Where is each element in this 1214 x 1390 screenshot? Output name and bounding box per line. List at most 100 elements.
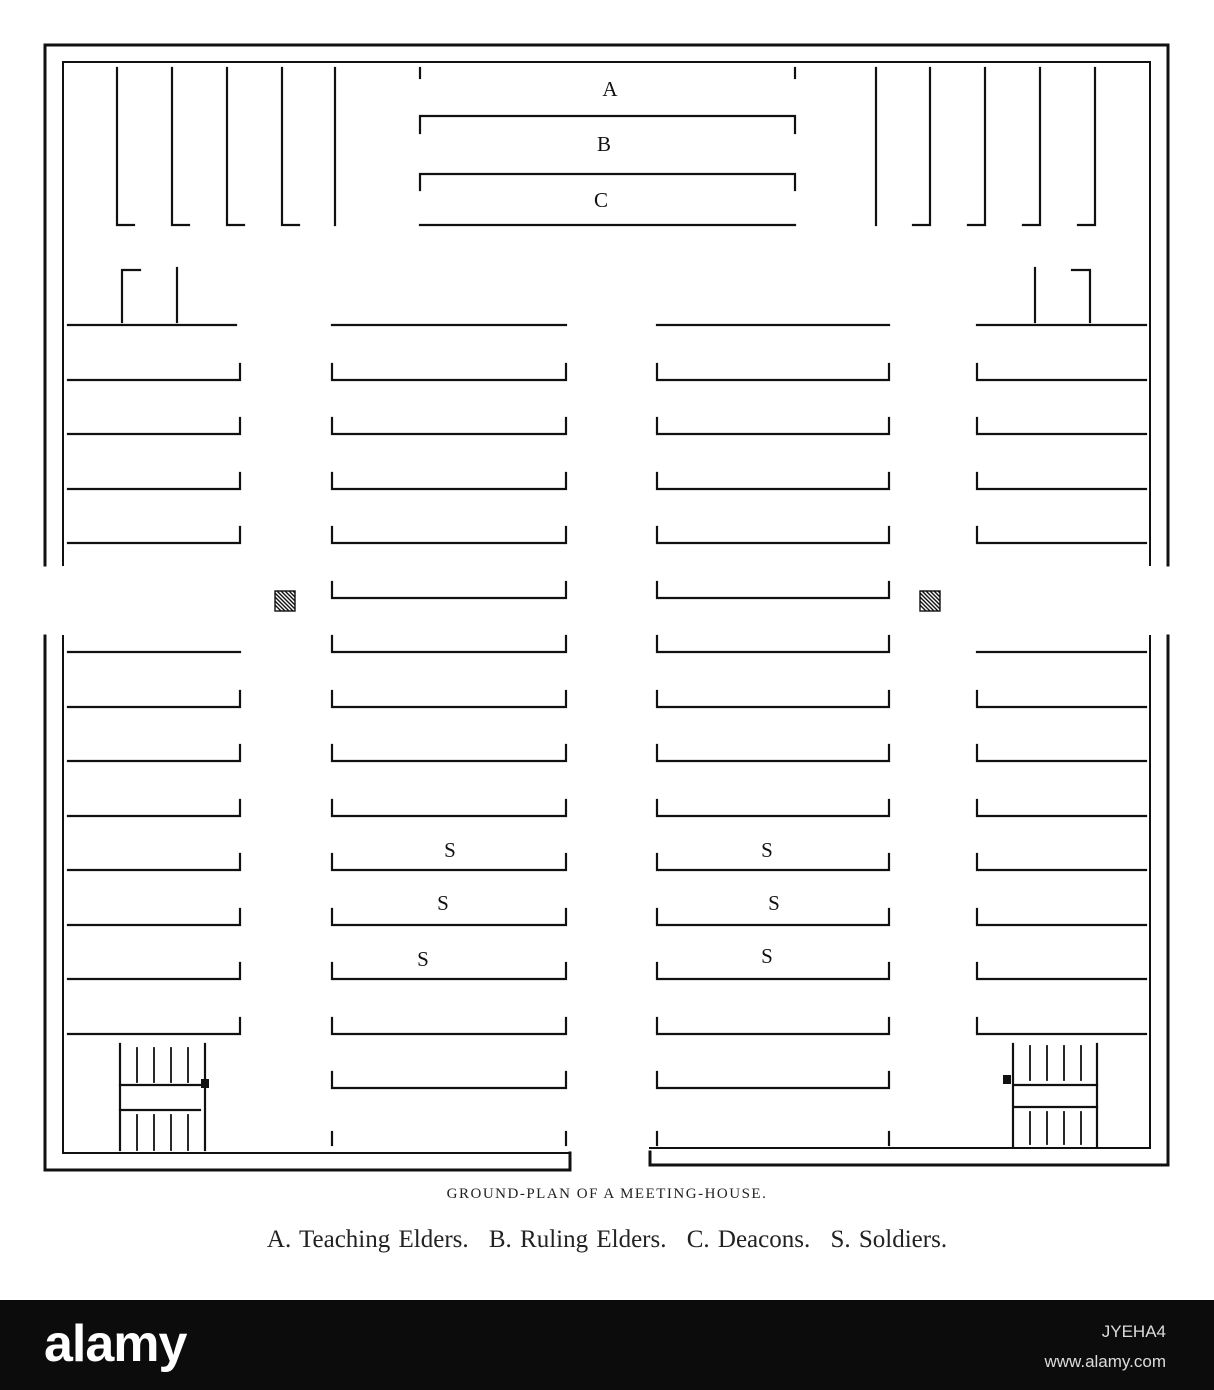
pew-center-left [330,743,568,763]
inner-wall-top [62,61,1151,566]
top-right-pew [1076,66,1097,227]
pew-left [66,525,242,545]
pews [66,66,1148,1147]
pew-center-right [655,689,891,709]
pew-center-left [330,961,568,981]
outer-wall-bottom-right [648,634,1170,1167]
support-post-right-hatch [925,590,941,606]
label-deacons: C [594,188,608,212]
pew-right [975,852,1148,872]
watermark-url: www.alamy.com [1044,1352,1166,1371]
key-soldiers: S. Soldiers. [830,1226,948,1253]
pew-right [975,961,1148,981]
top-left-pew [170,66,191,227]
key-deacons: C. Deacons. [686,1226,811,1253]
support-post-left-hatch [284,590,296,602]
pew-left [66,798,242,818]
support-post-right-hatch [919,592,939,612]
pew-center-right [655,1070,891,1090]
label-soldiers: S [761,838,773,862]
support-post-right-hatch [929,590,941,602]
pew-center-right [655,961,891,981]
pew-center-left [330,1016,568,1036]
support-post-left-hatch [274,600,286,612]
pew-right [975,798,1148,818]
pew-center-right [655,634,891,654]
top-left-pew [115,66,136,227]
top-right-pew [966,66,987,227]
support-post-left-hatch [274,596,290,612]
seat-labels: A B C S S S S S S [417,77,780,971]
pew-left [66,1016,242,1036]
pew-left [66,907,242,927]
pew-right [975,471,1148,491]
pew-right [975,689,1148,709]
label-soldiers: S [444,838,456,862]
pew-center-left [330,689,568,709]
pew-center-left [330,634,568,654]
key-ruling-elders: B. Ruling Elders. [488,1226,667,1253]
corner-pew-right [1070,268,1092,324]
pew-left [66,689,242,709]
support-post-left-hatch [274,592,294,612]
top-right-pew [911,66,932,227]
inner-wall-bottom-right [649,635,1151,1149]
top-right-pew [1021,66,1042,227]
pew-left [66,416,242,436]
stair-newel-post [1003,1075,1011,1084]
pew-center-left [330,471,568,491]
support-post-right-hatch [919,604,927,612]
pew-center-left [330,798,568,818]
pew-left [66,362,242,382]
pew-center-right [655,362,891,382]
support-post-right-hatch [919,596,935,612]
pew-center-left [330,852,568,872]
pew-center-left [330,580,568,600]
pew-left [66,471,242,491]
top-left-pew [280,66,301,227]
support-post-left-hatch [288,590,296,598]
seat-b-bench [418,114,797,135]
pew-center-left [330,907,568,927]
pew-right [975,416,1148,436]
top-left-pew [225,66,246,227]
inner-wall-bottom-left [62,635,571,1154]
watermark-footer: alamy JYEHA4 www.alamy.com [0,1300,1214,1390]
seat-c-bench [418,172,797,192]
label-ruling-elders: B [597,132,611,156]
pew-left [66,961,242,981]
corner-pew-left [120,268,142,324]
outer-walls [43,43,1170,1172]
elders-and-deacons-seating [418,66,797,227]
pew-center-left [330,416,568,436]
meeting-house-floor-plan: A B C S S S S S S [43,43,1170,1172]
outer-wall-top [43,43,1170,567]
support-post-right-hatch [921,590,941,610]
label-soldiers: S [761,944,773,968]
support-posts [274,590,941,612]
pew-right [975,362,1148,382]
pew-center-right [655,907,891,927]
support-post-left-hatch [280,590,296,606]
pew-center-right [655,525,891,545]
support-post-left-hatch [276,590,296,610]
support-post-right-hatch [919,600,931,612]
label-soldiers: S [437,891,449,915]
support-post-left-hatch [292,590,296,594]
pew-center-left [330,1070,568,1090]
stairways [118,1042,1099,1152]
pew-center-left [330,362,568,382]
pew-center-right [655,1016,891,1036]
key-teaching-elders: A. Teaching Elders. [266,1226,469,1253]
stair-newel-post [201,1079,209,1088]
pew-center-right [655,416,891,436]
pew-center-right [655,852,891,872]
pew-center-right [655,798,891,818]
pew-right [975,525,1148,545]
pew-right [975,1016,1148,1036]
label-soldiers: S [768,891,780,915]
support-post-left-hatch [274,604,282,612]
diagram-title: GROUND-PLAN OF A MEETING-HOUSE. [446,1186,768,1202]
pew-right [975,743,1148,763]
pew-center-left [330,525,568,545]
